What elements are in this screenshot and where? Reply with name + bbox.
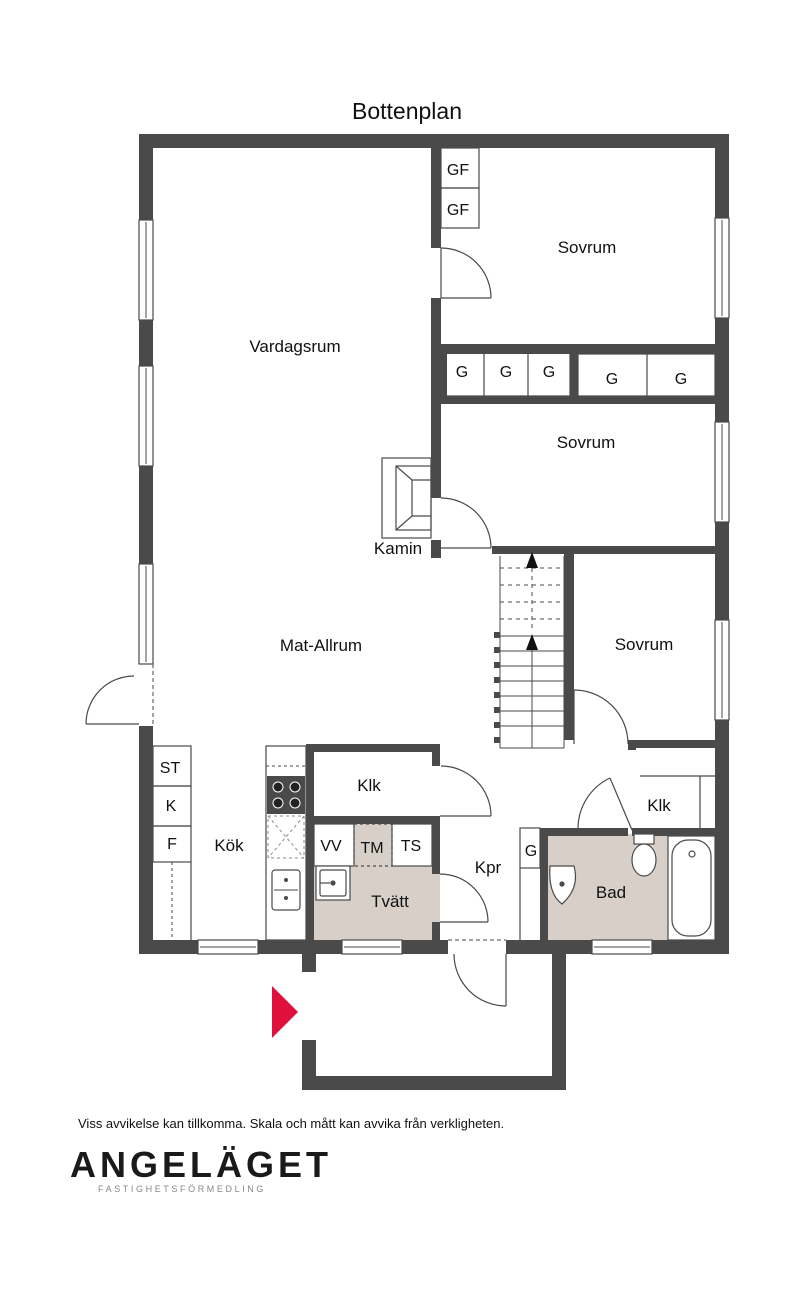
stair-up-arrow-icon — [526, 552, 538, 568]
stair-up-arrow-icon — [526, 634, 538, 650]
fixture-label-gf: GF — [447, 202, 469, 219]
brand-logo: ANGELÄGET — [70, 1144, 333, 1185]
fireplace-icon — [381, 457, 432, 539]
room-label-tvatt: Tvätt — [371, 892, 409, 911]
fixture-label-g: G — [525, 843, 537, 860]
room-label-kpr: Kpr — [475, 858, 502, 877]
entrance-arrow-icon — [272, 986, 298, 1038]
fixture-label-st: ST — [160, 760, 181, 777]
fixture-label-g: G — [606, 371, 618, 388]
kitchen-sink-icon — [271, 869, 301, 911]
fixture-label-ts: TS — [401, 838, 421, 855]
room-label-klk-2: Klk — [647, 796, 671, 815]
fixture-label-tm: TM — [360, 840, 383, 857]
room-label-mat-allrum: Mat-Allrum — [280, 636, 362, 655]
stove-icon — [267, 776, 305, 814]
room-label-sovrum-2: Sovrum — [557, 433, 616, 452]
room-label-kok: Kök — [214, 836, 244, 855]
fixture-label-vv: VV — [320, 838, 342, 855]
interior-walls — [302, 148, 715, 1090]
dishwasher-icon — [267, 815, 305, 859]
floor-plan-title: Bottenplan — [352, 98, 462, 124]
bathroom-fixtures — [549, 833, 716, 941]
fixture-label-f: F — [167, 836, 177, 853]
disclaimer-text: Viss avvikelse kan tillkomma. Skala och … — [78, 1116, 505, 1131]
room-label-klk-1: Klk — [357, 776, 381, 795]
laundry-fixtures — [313, 823, 433, 901]
fixture-label-g: G — [543, 364, 555, 381]
room-label-sovrum-1: Sovrum — [558, 238, 617, 257]
room-label-sovrum-3: Sovrum — [615, 635, 674, 654]
room-label-vardagsrum: Vardagsrum — [249, 337, 340, 356]
fixture-label-g: G — [675, 371, 687, 388]
fixture-label-g: G — [456, 364, 468, 381]
brand-logo-subtitle: FASTIGHETSFÖRMEDLING — [98, 1184, 267, 1194]
room-label-kamin: Kamin — [374, 539, 422, 558]
wardrobes — [152, 147, 716, 940]
bathtub-icon — [671, 839, 712, 937]
fixture-label-g: G — [500, 364, 512, 381]
doors — [85, 247, 633, 1007]
toilet-icon — [631, 843, 657, 877]
room-label-bad: Bad — [596, 883, 626, 902]
outer-walls — [139, 134, 729, 954]
fixture-label-gf: GF — [447, 162, 469, 179]
fixture-label-k: K — [166, 798, 177, 815]
kitchen-counter — [265, 745, 307, 941]
